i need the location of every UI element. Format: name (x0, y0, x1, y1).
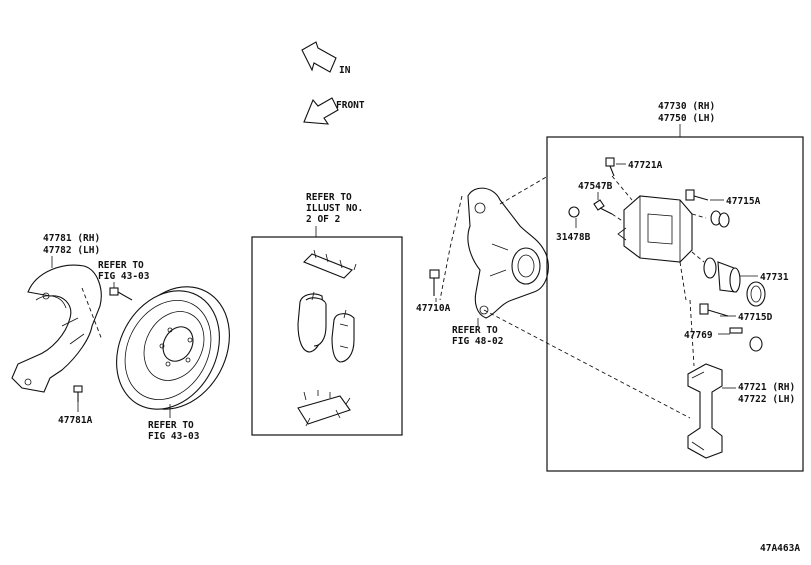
brake-disc-part (116, 286, 230, 410)
label-47721a: 47721A (628, 160, 663, 171)
label-47715a: 47715A (726, 196, 761, 207)
knuckle-dash-top (499, 175, 549, 205)
steering-knuckle-part (467, 187, 549, 319)
dust-cover-bolt-icon (73, 385, 83, 402)
knuckle-dash-left (439, 195, 463, 301)
label-47769: 47769 (684, 330, 713, 341)
ref-illust-line2: ILLUST NO. (306, 203, 363, 214)
caliper-body-part (617, 195, 693, 263)
caliper-dash-plug (611, 175, 633, 201)
piston-seal-icon (703, 257, 717, 279)
in-arrow-icon (301, 41, 337, 73)
pad-kit-box (251, 236, 403, 436)
caliper-dash-piston (691, 251, 705, 263)
front-label: FRONT (336, 100, 365, 111)
ref-fig43-top-line1: REFER TO (98, 260, 144, 271)
cylinder-boot-icon (746, 281, 766, 307)
ref-illust-line1: REFER TO (306, 192, 352, 203)
knuckle-bolt-icon (429, 269, 440, 296)
label-47782: 47782 (LH) (43, 245, 100, 256)
label-47547b: 47547B (578, 181, 613, 192)
brake-pad-part (297, 291, 355, 363)
anti-rattle-clip-part (303, 249, 357, 279)
label-47710a: 47710A (416, 303, 451, 314)
label-47722: 47722 (LH) (738, 394, 795, 405)
knuckle-dash-caliper (483, 309, 691, 419)
ref-fig48-line1: REFER TO (452, 325, 498, 336)
lower-pin-bolt-icon (699, 303, 729, 317)
label-47731: 47731 (760, 272, 789, 283)
caliper-dash-lower (679, 261, 687, 301)
lower-boot-icon (749, 336, 763, 352)
label-47750: 47750 (LH) (658, 113, 715, 124)
dust-cover-dash (81, 287, 103, 341)
hub-bolt-icon (109, 287, 133, 301)
dust-cover-part (11, 264, 102, 393)
ref-fig43-bot-line1: REFER TO (148, 420, 194, 431)
ref-illust-line3: 2 OF 2 (306, 214, 340, 225)
bleeder-screw-icon (593, 199, 613, 215)
ref-fig48-line2: FIG 48-02 (452, 336, 503, 347)
pad-support-plate-part (297, 390, 351, 427)
figure-code: 47A463A (760, 543, 800, 554)
bleeder-cap-icon (568, 206, 580, 218)
caliper-bracket-part (687, 363, 723, 459)
piston-icon (717, 261, 741, 293)
label-47721: 47721 (RH) (738, 382, 795, 393)
pin-sleeve-icon (729, 327, 743, 334)
caliper-dash-pin (691, 213, 707, 219)
ref-fig43-top-line2: FIG 43-03 (98, 271, 150, 282)
caliper-assembly-box (546, 136, 804, 472)
in-label: IN (339, 65, 351, 76)
guide-pin-bolt-icon (685, 189, 709, 201)
caliper-dash-bleeder (611, 213, 625, 223)
label-47781: 47781 (RH) (43, 233, 100, 244)
label-47715d: 47715D (738, 312, 773, 323)
label-47781a: 47781A (58, 415, 93, 426)
front-arrow-icon (303, 97, 339, 125)
pin-boot-icon (710, 210, 730, 228)
ref-fig43-bot-line2: FIG 43-03 (148, 431, 200, 442)
label-47730: 47730 (RH) (658, 101, 715, 112)
label-31478b: 31478B (556, 232, 591, 243)
bleeder-plug-icon (605, 157, 615, 177)
